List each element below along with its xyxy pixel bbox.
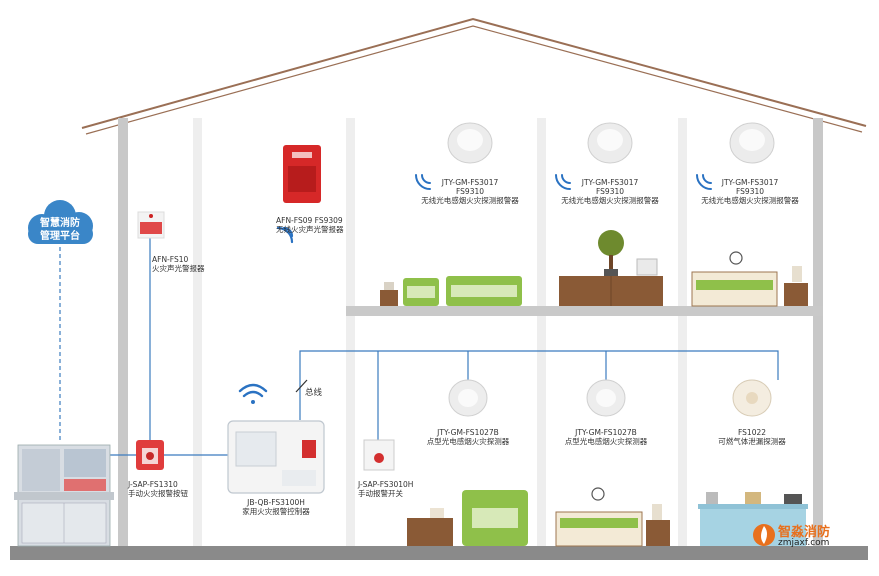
afn-fs09-name: 无线火灾声光警报器	[276, 225, 344, 234]
brand-name: 智淼消防	[778, 525, 831, 540]
ws1-name: 无线光电感烟火灾探测报警器	[421, 196, 519, 205]
ws3-model2: FS9310	[735, 187, 765, 196]
gas-name: 可燃气体泄漏探测器	[718, 437, 786, 446]
mb-model: J-SAP-FS1310	[128, 480, 178, 489]
manual-call-point	[136, 440, 164, 470]
label-afn-fs09: AFN-FS09 FS9309 无线火灾声光警报器	[276, 216, 344, 234]
wall-left	[118, 118, 128, 546]
wireless-smoke-detector-3	[729, 122, 775, 164]
bus-lines	[110, 238, 779, 456]
home-fire-controller	[227, 420, 325, 494]
ws3-model: JTY-GM-FS3017	[721, 178, 779, 187]
afn-fs10-name: 火灾声光警报器	[152, 264, 205, 273]
brand-url: zmjaxf.com	[778, 538, 830, 548]
label-wireless-smoke-2: JTY-GM-FS3017 FS9310 无线光电感烟火灾探测报警器	[561, 178, 659, 205]
roof-outer	[81, 17, 867, 129]
ps1-model: JTY-GM-FS1027B	[437, 428, 499, 437]
ms-model: J-SAP-FS3010H	[358, 480, 414, 489]
gas-model: FS1022	[737, 428, 767, 437]
label-point-smoke-1: JTY-GM-FS1027B 点型光电感烟火灾探测器	[427, 428, 510, 446]
lower-bedroom-furniture	[555, 487, 670, 547]
afn-fs09-model: AFN-FS09 FS9309	[276, 216, 343, 225]
sounder-strobe-fs10	[137, 211, 165, 239]
point-smoke-detector-2	[586, 379, 626, 417]
bus-label: 总线	[305, 388, 323, 398]
wall-inner-4	[678, 118, 687, 546]
upper-floor-slab	[346, 306, 823, 316]
manual-alarm-switch	[363, 439, 395, 471]
ws2-name: 无线光电感烟火灾探测报警器	[561, 196, 659, 205]
wifi-icon	[238, 383, 268, 404]
mb-name: 手动火灾报警按钮	[128, 489, 188, 498]
ws2-model2: FS9310	[595, 187, 625, 196]
ws1-model2: FS9310	[455, 187, 485, 196]
label-controller: JB-QB-FS3100H 家用火灾报警控制器	[242, 498, 310, 516]
kitchen-furniture	[698, 492, 808, 546]
label-gas-detector: FS1022 可燃气体泄漏探测器	[718, 428, 786, 446]
ground-floor	[10, 546, 868, 560]
cloud-icon	[28, 200, 93, 244]
ps2-model: JTY-GM-FS1027B	[575, 428, 637, 437]
point-smoke-detector-1	[448, 379, 488, 417]
wall-inner-3	[537, 118, 546, 546]
label-manual-button: J-SAP-FS1310 手动火灾报警按钮	[128, 480, 188, 498]
gas-leak-detector	[732, 379, 772, 417]
cloud-line2: 管理平台	[40, 231, 80, 242]
afn-fs10-model: AFN-FS10	[152, 255, 189, 264]
wall-inner-1	[193, 118, 202, 546]
ws1-model: JTY-GM-FS3017	[441, 178, 499, 187]
wall-inner-2	[346, 118, 355, 546]
ws2-model: JTY-GM-FS3017	[581, 178, 639, 187]
ps1-name: 点型光电感烟火灾探测器	[426, 437, 510, 446]
brand-logo-icon	[753, 524, 775, 546]
wireless-icon-group	[415, 174, 712, 190]
ctrl-name: 家用火灾报警控制器	[242, 507, 310, 516]
wireless-icon	[276, 226, 294, 244]
ms-name: 手动报警开关	[358, 489, 403, 498]
roof-inner	[85, 25, 863, 135]
label-wireless-smoke-1: JTY-GM-FS3017 FS9310 无线光电感烟火灾探测报警器	[421, 178, 519, 205]
label-afn-fs10: AFN-FS10 火灾声光警报器	[152, 255, 205, 273]
wireless-sounder-fs09	[283, 145, 321, 203]
tv-cabinet-furniture	[559, 230, 663, 306]
monitoring-console	[14, 444, 114, 547]
ctrl-model: JB-QB-FS3100H	[247, 498, 305, 507]
label-point-smoke-2: JTY-GM-FS1027B 点型光电感烟火灾探测器	[565, 428, 648, 446]
wireless-smoke-detector-2	[587, 122, 633, 164]
wall-right	[813, 118, 823, 546]
ps2-name: 点型光电感烟火灾探测器	[564, 437, 648, 446]
cloud-line1: 智慧消防	[40, 218, 80, 229]
cloud-platform-label: 智慧消防 管理平台	[28, 217, 92, 243]
study-room-furniture	[407, 490, 528, 546]
ws3-name: 无线光电感烟火灾探测报警器	[701, 196, 799, 205]
label-wireless-smoke-3: JTY-GM-FS3017 FS9310 无线光电感烟火灾探测报警器	[701, 178, 799, 205]
living-room-furniture	[380, 276, 522, 306]
wireless-smoke-detector-1	[447, 122, 493, 164]
label-manual-switch: J-SAP-FS3010H 手动报警开关	[358, 480, 413, 498]
bedroom-furniture	[691, 251, 808, 307]
